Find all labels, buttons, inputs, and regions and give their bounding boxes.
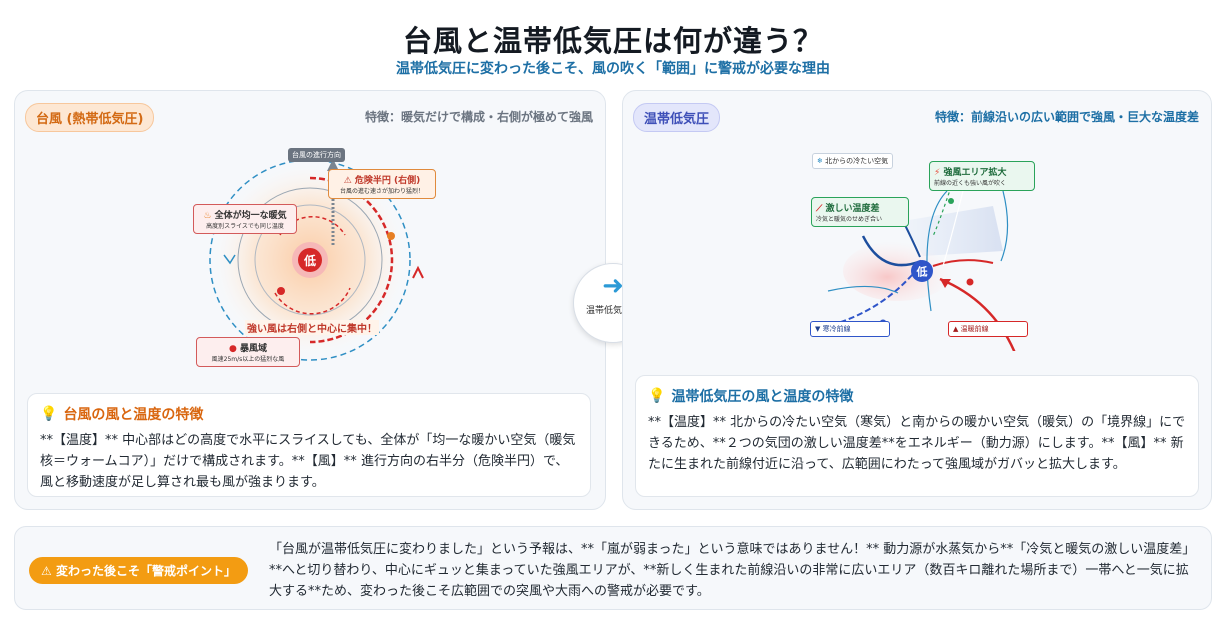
diagonal-icon: ⟋: [816, 204, 823, 214]
arrow-right-icon: ➜: [602, 271, 624, 301]
page-subtitle: 温帯低気圧に変わった後こそ、風の吹く「範囲」に警戒が必要な理由: [396, 61, 830, 77]
typhoon-panel: 台風 (熱帯低気圧) 特徴：暖気だけで構成・右側が極めて強風 低 台風の進行方向…: [14, 90, 606, 510]
cold-front-side-line: [827, 285, 899, 294]
typhoon-feature: 特徴：暖気だけで構成・右側が極めて強風: [364, 110, 593, 124]
danger-title: 危険半円 (右側): [354, 176, 421, 186]
temp-diff-sub: 冷気と暖気のせめぎ合い: [816, 216, 883, 223]
warm-sub: 高度別スライスでも同じ温度: [206, 223, 284, 230]
red-arrowhead: [412, 265, 424, 279]
temp-diff-callout: ⟋ 激しい温度差 冷気と暖気のせめぎ合い: [811, 197, 909, 227]
lightbulb-icon: 💡: [648, 388, 666, 404]
extratropical-info-title: 温帯低気圧の風と温度の特徴: [671, 389, 854, 405]
storm-zone-callout: ● 暴風域 風速25m/s以上の猛烈な風: [196, 337, 300, 367]
warm-air-mass: [843, 241, 953, 301]
warning-section: ⚠ 変わった後こそ「警戒ポイント」 「台風が温帯低気圧に変わりました」という予報…: [14, 526, 1212, 610]
warm-air-callout: ♨ 全体が均一な暖気 高度別スライスでも同じ温度: [193, 204, 297, 234]
green-dot: [948, 198, 954, 204]
storm-dot-icon: ●: [228, 344, 237, 354]
isobar-1: [926, 190, 948, 312]
warm-title: 全体が均一な暖気: [214, 211, 287, 221]
danger-sub: 台風の進む速さが加わり猛烈！: [339, 188, 424, 195]
extratropical-feature: 特徴：前線沿いの広い範囲で強風・巨大な温度差: [934, 110, 1199, 124]
strong-wind-label: 強い風は右側と中心に集中！: [245, 320, 379, 335]
inner-red-arc-2: [274, 287, 351, 315]
strong-area-title: 強風エリア拡大: [943, 168, 1007, 178]
direction-label: 台風の進行方向: [288, 148, 345, 162]
warm-front-line: [932, 259, 994, 267]
strong-area-callout: ⚡ 強風エリア拡大 前線の近くも強い風が吹く: [929, 161, 1035, 191]
danger-semicircle-callout: ⚠ 危険半円 (右側) 台風の進む速さが加わり猛烈！: [328, 169, 436, 199]
cold-air-label: ❄ 北からの冷たい空気: [812, 153, 894, 169]
warning-icon: ⚠: [343, 176, 352, 186]
center-low-label: 低: [303, 253, 316, 268]
extratropical-tag: 温帯低気圧: [633, 103, 721, 132]
warning-text: 「台風が温帯低気圧に変わりました」という予報は、**「嵐が弱まった」という意味で…: [269, 542, 1196, 599]
extratropical-info-box: 💡 温帯低気圧の風と温度の特徴 **【温度】** 北からの冷たい空気（寒気）と南か…: [635, 375, 1199, 497]
storm-sub: 風速25m/s以上の猛烈な風: [211, 356, 285, 363]
extratropical-panel: 温帯低気圧 特徴：前線沿いの広い範囲で強風・巨大な温度差 低: [622, 90, 1212, 510]
direction-arrowhead: [327, 159, 339, 171]
warm-front-text: 温暖前線: [960, 325, 989, 333]
extratropical-diagram: 低: [827, 180, 1016, 351]
center-low: [911, 260, 933, 282]
isobar-2: [1000, 190, 1009, 262]
cold-front-label: ▼ 寒冷前線: [810, 321, 890, 337]
warning-badge: ⚠ 変わった後こそ「警戒ポイント」: [29, 557, 248, 584]
fire-icon: ♨: [203, 211, 212, 221]
warning-badge-text: 変わった後こそ「警戒ポイント」: [55, 564, 236, 578]
center-low: [298, 248, 322, 272]
warm-front-icon: ▲: [953, 325, 959, 333]
danger-dot: [387, 232, 395, 240]
center-low-label: 低: [916, 265, 928, 279]
typhoon-info-box: 💡 台風の風と温度の特徴 **【温度】** 中心部はどの高度で水平にスライスしても…: [27, 393, 591, 497]
warm-inflow-arrowhead: [940, 279, 951, 288]
warm-front-dot: [966, 278, 974, 286]
temp-diff-title: 激しい温度差: [825, 204, 880, 214]
storm-title: 暴風域: [239, 344, 267, 354]
strong-area-sub: 前線の近くも強い風が吹く: [934, 180, 1007, 187]
cold-front-icon: ▼: [815, 325, 821, 333]
cold-front-text: 寒冷前線: [822, 325, 851, 333]
lightbulb-icon: 💡: [40, 406, 58, 422]
inner-ring: [254, 204, 366, 316]
typhoon-info-text: **【温度】** 中心部はどの高度で水平にスライスしても、全体が「均一な暖かい空…: [40, 433, 576, 490]
page-title: 台風と温帯低気圧は何が違う？: [402, 24, 823, 58]
warm-inflow-arrow: [939, 277, 1016, 351]
typhoon-info-title: 台風の風と温度の特徴: [63, 407, 204, 423]
typhoon-tag: 台風 (熱帯低気圧): [25, 103, 155, 132]
extratropical-info-text: **【温度】** 北からの冷たい空気（寒気）と南からの暖かい空気（暖気）の「境界…: [648, 415, 1186, 472]
warm-front-label: ▲ 温暖前線: [948, 321, 1028, 337]
lightning-icon: ⚡: [934, 168, 941, 178]
cold-air-text: 北からの冷たい空気: [825, 157, 889, 165]
warning-icon: ⚠: [41, 564, 52, 578]
storm-dot: [277, 287, 285, 295]
blue-arrowhead: [223, 254, 236, 265]
transition-label: 温帯低気圧化: [585, 306, 640, 316]
snowflake-icon: ❄: [817, 157, 823, 165]
cold-front-line: [827, 267, 919, 327]
isobar-3: [942, 190, 964, 267]
wind-swirl-blue: [861, 235, 922, 267]
